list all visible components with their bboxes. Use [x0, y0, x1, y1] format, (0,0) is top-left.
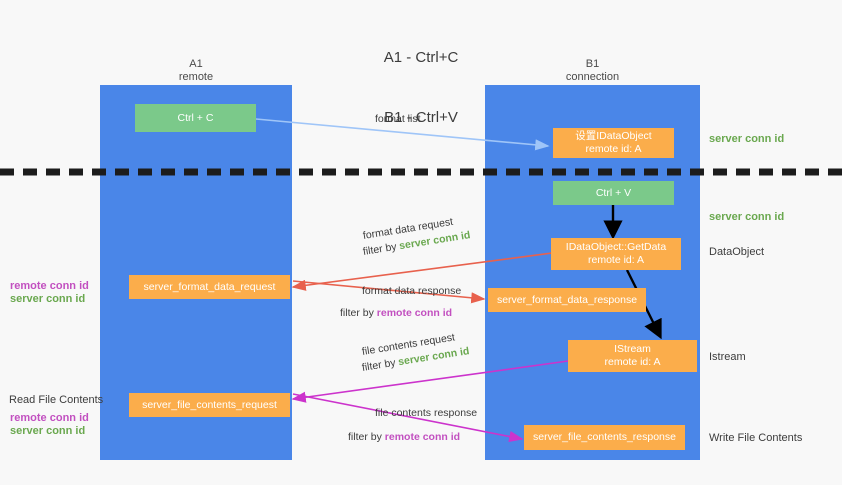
- lane-header-b1-subtitle: connection: [565, 71, 620, 83]
- lane-header-b1: B1 connection: [485, 58, 700, 84]
- box-server-file-contents-request-label: server_file_contents_request: [142, 398, 277, 411]
- box-server-format-data-response-label: server_format_data_response: [496, 293, 638, 306]
- edge-label-file-contents-response-line1: file contents response: [375, 407, 478, 419]
- edge-label-format-data-response-line1: format data response: [362, 285, 462, 297]
- title-line-1: A1 - Ctrl+C: [383, 49, 459, 66]
- box-server-file-contents-response[interactable]: server_file_contents_response: [524, 425, 685, 450]
- box-set-idataobject-line1: 设置IDataObject: [575, 130, 652, 142]
- box-istream-line2: remote id: A: [604, 356, 661, 368]
- lane-header-a1: A1 remote: [100, 58, 292, 84]
- edge-label-format-data-request-prefix: filter by: [362, 240, 401, 258]
- edge-label-format-data-response-prefix: filter by: [340, 307, 377, 319]
- annotation-server-conn-id-mid: server conn id: [709, 211, 785, 223]
- box-server-format-data-request-label: server_format_data_request: [143, 280, 276, 293]
- lane-header-a1-subtitle: remote: [178, 71, 214, 83]
- edge-label-format-data-request: format data request filter by server con…: [362, 216, 472, 259]
- box-idataobject-getdata-line2: remote id: A: [587, 254, 645, 266]
- annotation-dataobject: DataObject: [709, 246, 765, 258]
- box-set-idataobject-line2: remote id: A: [585, 143, 642, 155]
- edge-label-format-data-response: format data response filter by remote co…: [340, 284, 462, 320]
- box-set-idataobject[interactable]: 设置IDataObject remote id: A: [553, 128, 674, 158]
- box-ctrl-v-label: Ctrl + V: [595, 186, 632, 199]
- box-istream[interactable]: IStream remote id: A: [568, 340, 697, 372]
- box-server-format-data-request[interactable]: server_format_data_request: [129, 275, 290, 299]
- edge-label-format-list-text: format list: [375, 113, 421, 125]
- edge-label-file-contents-response: file contents response filter by remote …: [348, 406, 478, 444]
- lane-header-b1-name: B1: [585, 58, 600, 70]
- edge-label-file-contents-request: file contents request filter by server c…: [361, 331, 471, 375]
- lane-header-a1-name: A1: [189, 58, 203, 70]
- edge-label-format-list: format list: [375, 112, 421, 126]
- box-ctrl-v[interactable]: Ctrl + V: [553, 181, 674, 205]
- box-ctrl-c[interactable]: Ctrl + C: [135, 104, 256, 132]
- annotation-read-file-contents: Read File Contents: [9, 394, 104, 406]
- edge-label-file-contents-request-prefix: filter by: [361, 356, 400, 374]
- annotation-server-conn-id-1: server conn id: [10, 293, 86, 305]
- box-server-file-contents-request[interactable]: server_file_contents_request: [129, 393, 290, 417]
- edge-label-file-contents-response-prefix: filter by: [348, 431, 385, 443]
- box-server-file-contents-response-label: server_file_contents_response: [532, 431, 676, 443]
- edge-label-format-data-response-key: remote conn id: [376, 307, 453, 319]
- annotation-remote-conn-id-2: remote conn id: [10, 412, 89, 424]
- box-idataobject-getdata-line1: IDataObject::GetData: [565, 241, 667, 253]
- box-server-format-data-response[interactable]: server_format_data_response: [488, 288, 646, 312]
- box-idataobject-getdata[interactable]: IDataObject::GetData remote id: A: [551, 238, 681, 270]
- annotation-remote-conn-id-1: remote conn id: [10, 280, 89, 292]
- annotation-write-file-contents: Write File Contents: [709, 432, 803, 444]
- annotation-server-conn-id-2: server conn id: [10, 425, 86, 437]
- box-ctrl-c-label: Ctrl + C: [177, 111, 214, 124]
- annotation-istream: Istream: [709, 351, 746, 363]
- annotation-server-conn-id-top: server conn id: [709, 133, 785, 145]
- box-istream-line1: IStream: [614, 343, 651, 355]
- edge-label-file-contents-response-key: remote conn id: [384, 431, 461, 443]
